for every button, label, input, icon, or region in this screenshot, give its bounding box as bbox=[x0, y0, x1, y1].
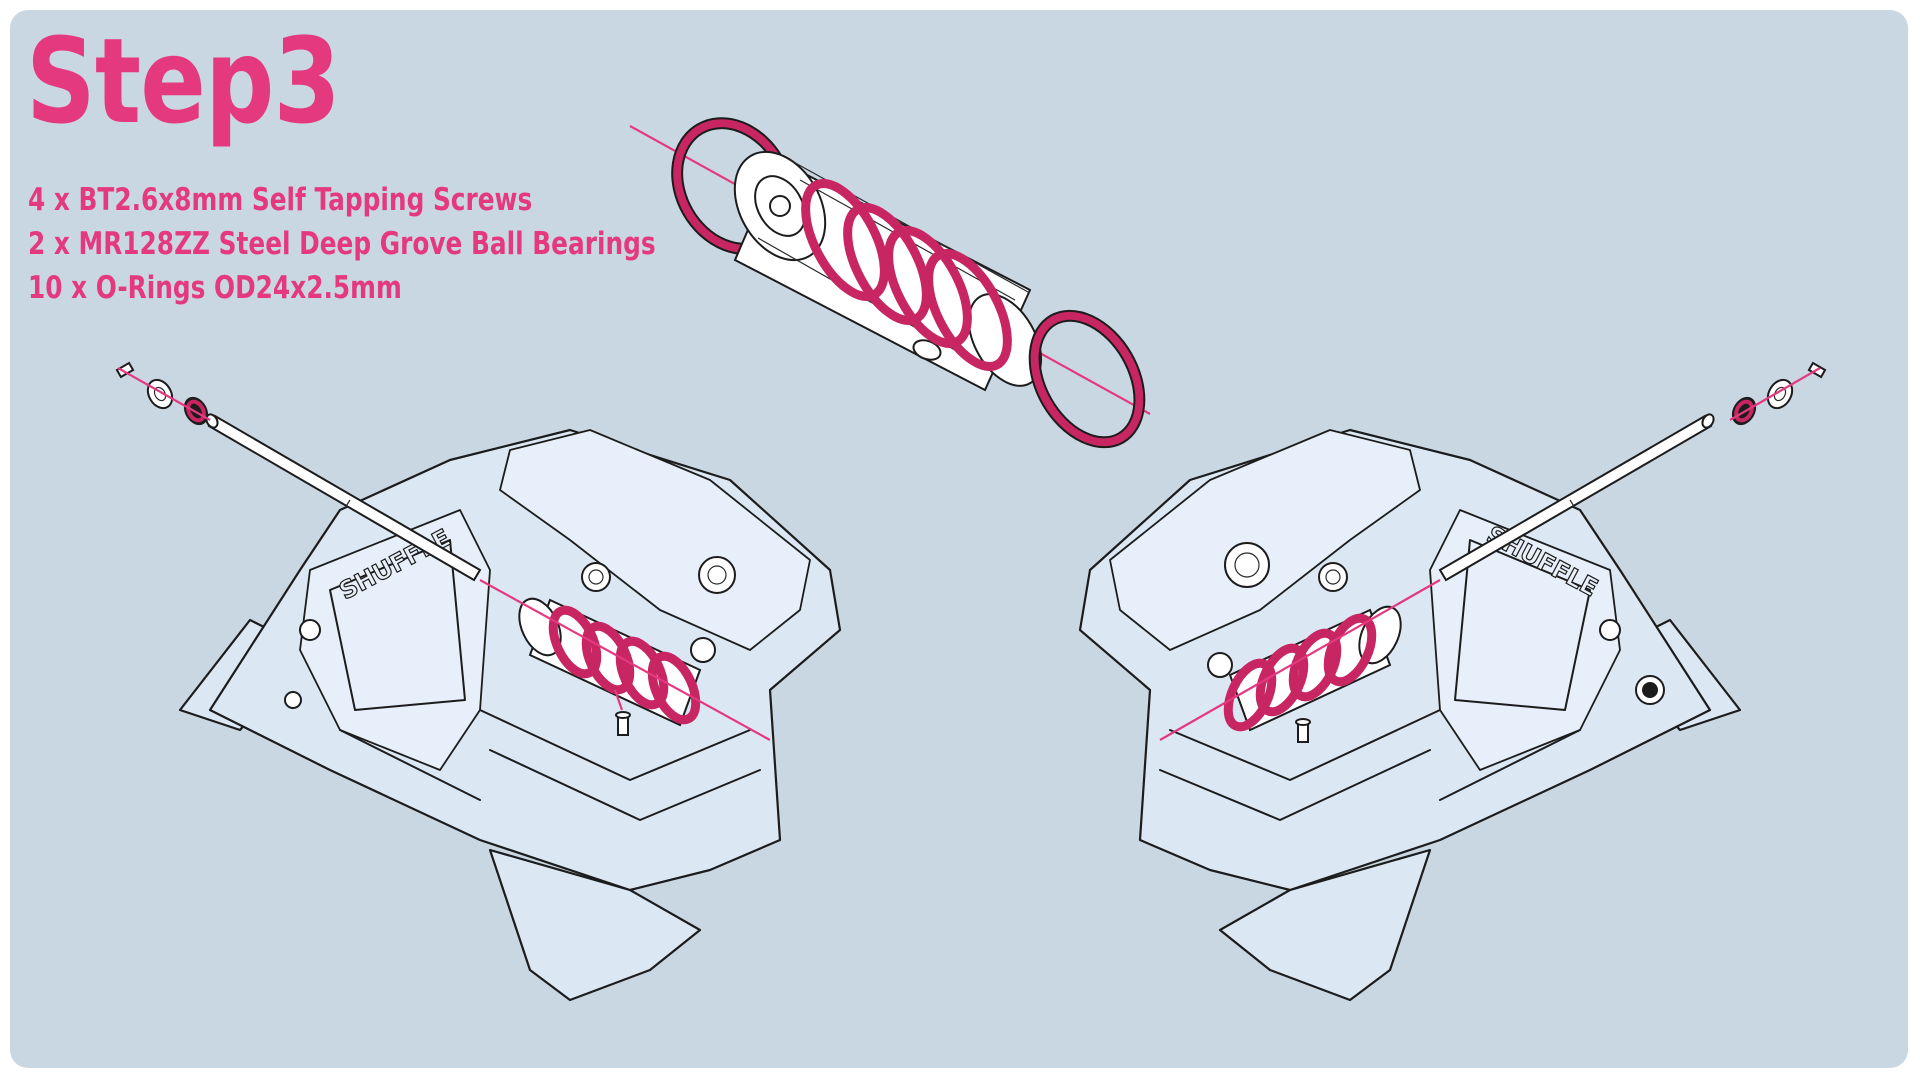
parts-list-item: 10 x O-Rings OD24x2.5mm bbox=[28, 270, 402, 306]
left-screw-hole-2 bbox=[698, 556, 736, 594]
right-installed-roller bbox=[1223, 605, 1402, 732]
right-top-deck bbox=[1109, 429, 1421, 651]
left-assembly: SHUFFLE bbox=[115, 361, 842, 1002]
roller-bearing-hole bbox=[769, 195, 791, 217]
roller-orings bbox=[801, 178, 1012, 372]
left-axis-line bbox=[479, 579, 771, 741]
right-shaft bbox=[1438, 413, 1715, 582]
parts-list: 4 x BT2.6x8mm Self Tapping Screws 2 x MR… bbox=[28, 178, 813, 310]
left-screw-bottom bbox=[615, 711, 631, 736]
assembly-illustration: SHUFFLE bbox=[115, 117, 1827, 1002]
parts-list-item: 4 x BT2.6x8mm Self Tapping Screws bbox=[28, 182, 533, 218]
right-screw-bottom bbox=[1295, 718, 1311, 743]
right-screw-hole-2 bbox=[1318, 562, 1348, 592]
left-bearing bbox=[146, 378, 174, 410]
left-installed-roller bbox=[518, 597, 702, 727]
left-screw-hole-3 bbox=[690, 637, 716, 663]
right-assembly: SHUFFLE bbox=[1078, 361, 1827, 1002]
exploded-roller bbox=[629, 117, 1151, 449]
right-side-wall bbox=[1429, 509, 1621, 771]
loose-oring-right bbox=[1028, 309, 1146, 449]
right-axis-line bbox=[1159, 579, 1441, 741]
left-side-wall bbox=[299, 509, 491, 771]
step-title: Step3 bbox=[26, 12, 341, 150]
right-bearing bbox=[1766, 378, 1794, 410]
right-screw-hole-1 bbox=[1224, 542, 1270, 588]
diagram-panel: SHUFFLE bbox=[10, 10, 1908, 1068]
parts-list-item: 2 x MR128ZZ Steel Deep Grove Ball Bearin… bbox=[28, 226, 656, 262]
left-screw-hole-1 bbox=[581, 562, 611, 592]
right-screw-hole-3 bbox=[1207, 652, 1233, 678]
left-top-deck bbox=[499, 429, 811, 651]
left-shaft bbox=[205, 413, 482, 582]
